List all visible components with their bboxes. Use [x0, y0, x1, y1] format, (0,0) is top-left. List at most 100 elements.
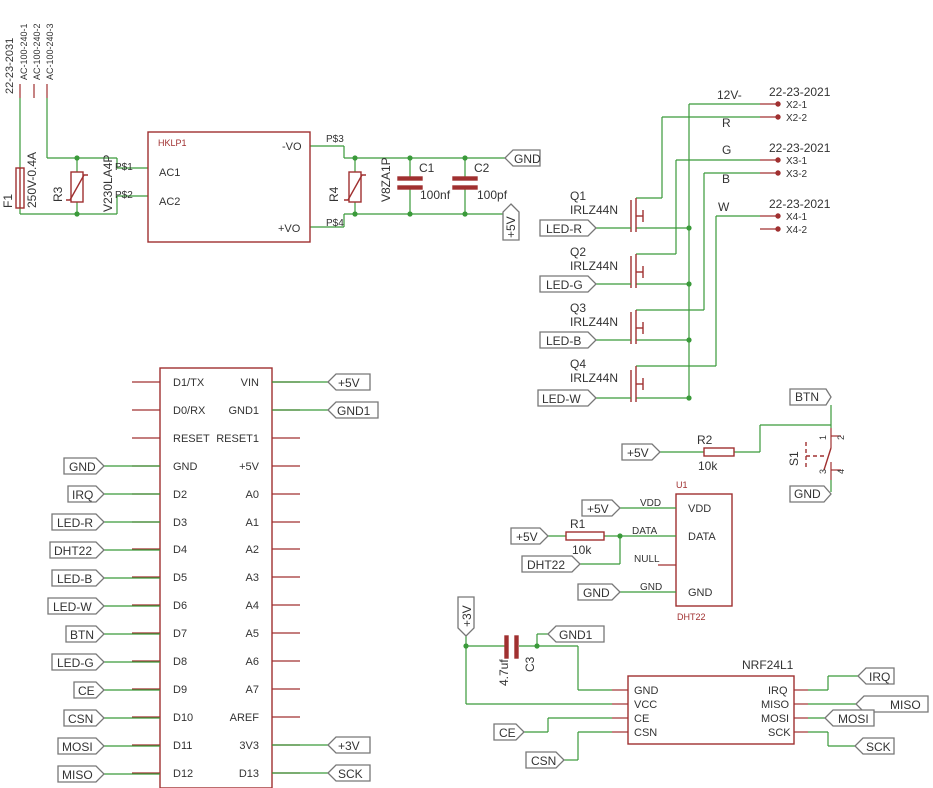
output-wires [636, 103, 760, 400]
svg-text:4: 4 [836, 469, 846, 474]
net-label-led-g-mosfet: LED-G [539, 275, 597, 293]
arduino-left-pin-label: D6 [173, 600, 187, 612]
svg-text:DHT22: DHT22 [54, 544, 92, 558]
net-label-gnd1-arduino: GND1 [327, 401, 379, 419]
connector-pin2-label: AC-100-240-2 [32, 23, 42, 80]
svg-text:IRQ: IRQ [869, 670, 890, 684]
net-label-gnd-arduino: GND [63, 457, 105, 475]
net-label-miso-arduino: MISO [57, 765, 105, 783]
svg-text:GND1: GND1 [559, 628, 593, 642]
arduino-right-pin-label: A1 [246, 517, 259, 529]
connector-pin1-label: AC-100-240-1 [19, 23, 29, 80]
mosfet-q1: Q1 IRLZ44N [570, 189, 644, 232]
switch-s1: S1 1 2 3 4 [787, 428, 846, 480]
svg-text:X2-1: X2-1 [786, 100, 808, 111]
net-label-gnd1-nrf: GND1 [547, 625, 605, 643]
arduino-left-pin-label: D1/TX [173, 377, 205, 389]
arduino-left-pin-label: D9 [173, 684, 187, 696]
arduino-left-pin-label: D7 [173, 628, 187, 640]
svg-text:CSN: CSN [634, 727, 657, 739]
svg-text:DATA: DATA [632, 526, 658, 537]
svg-text:DATA: DATA [688, 531, 716, 543]
svg-text:SCK: SCK [768, 727, 791, 739]
svg-text:LED-G: LED-G [57, 656, 94, 670]
dht22-u1: U1 DHT22 VDD DATA GND VDD DATA NULL GND [632, 480, 733, 622]
svg-text:IRLZ44N: IRLZ44N [570, 203, 618, 217]
c2-ref: C2 [474, 161, 490, 175]
svg-text:R1: R1 [570, 517, 586, 531]
net-label-led-b-mosfet: LED-B [539, 331, 597, 349]
svg-text:GND: GND [583, 586, 610, 600]
psu-pin2: P$2 [115, 190, 133, 201]
dht-wires [548, 507, 676, 593]
net-label-5v-psu: +5V [502, 203, 520, 241]
net-label-5v-vin: +5V [327, 373, 371, 391]
svg-text:CE: CE [78, 684, 95, 698]
resistor-r2: R2 10k [697, 433, 735, 473]
svg-text:CE: CE [499, 726, 516, 740]
svg-text:+3V: +3V [338, 739, 360, 753]
net-label-5v-dht-r1: +5V [510, 527, 549, 545]
svg-text:MOSI: MOSI [838, 712, 869, 726]
psu-hklp1: HKLP1 AC1 AC2 -VO +VO P$1 P$2 P$3 P$4 [115, 131, 344, 243]
svg-text:G: G [722, 143, 731, 157]
svg-text:CE: CE [634, 713, 649, 725]
svg-text:NULL: NULL [634, 554, 660, 565]
net-label-dht22-data: DHT22 [521, 555, 581, 573]
svg-text:1: 1 [818, 435, 828, 440]
arduino-right-pin-label: VIN [241, 377, 259, 389]
arduino-right-pin-label: A5 [246, 628, 259, 640]
net-label-irq-nrf: IRQ [857, 667, 895, 685]
arduino-left-pin-label: D2 [173, 489, 187, 501]
net-label-gnd-psu: GND [504, 149, 541, 167]
net-label-mosi-arduino: MOSI [57, 737, 105, 755]
svg-text:MOSI: MOSI [761, 713, 789, 725]
svg-text:X4-2: X4-2 [786, 225, 808, 236]
net-label-5v-btn: +5V [621, 443, 661, 461]
arduino-right-pin-label: A6 [246, 656, 259, 668]
svg-text:W: W [718, 200, 730, 214]
svg-text:R2: R2 [697, 433, 713, 447]
arduino-left-pin-label: D10 [173, 712, 193, 724]
svg-text:LED-R: LED-R [57, 516, 93, 530]
svg-text:VDD: VDD [688, 503, 711, 515]
net-label-gnd-dht: GND [577, 583, 621, 601]
svg-text:3: 3 [818, 469, 828, 474]
power-junctions [74, 155, 468, 217]
arduino-right-pin-label: 3V3 [239, 740, 259, 752]
svg-text:R: R [722, 116, 731, 130]
arduino-right-pin-label: RESET1 [216, 433, 259, 445]
arduino-right-pin-label: A2 [246, 544, 259, 556]
net-label-sck-arduino: SCK [327, 764, 371, 782]
arduino-right-pin-label: A0 [246, 489, 259, 501]
arduino-right-pin-label: A3 [246, 572, 259, 584]
fuse-value: 250V-0.4A [25, 152, 39, 208]
svg-text:X2-2: X2-2 [786, 113, 808, 124]
output-connector-labels: 22-23-2021 22-23-2021 22-23-2021 X2-1 X2… [717, 85, 831, 236]
svg-text:+5V: +5V [504, 216, 518, 238]
svg-text:DHT22: DHT22 [527, 558, 565, 572]
varistor-r3: R3 V230LA4P [51, 155, 115, 212]
svg-text:22-23-2021: 22-23-2021 [769, 141, 831, 155]
svg-text:MISO: MISO [761, 699, 790, 711]
arduino-right-pin-label: A4 [246, 600, 259, 612]
psu-ref: HKLP1 [158, 138, 187, 148]
nrf24l1-module: NRF24L1 GND VCC CE CSN IRQ MISO MOSI SCK [612, 658, 808, 745]
arduino-left-pin-label: D8 [173, 656, 187, 668]
svg-text:MISO: MISO [62, 768, 93, 782]
net-label-ce-arduino: CE [73, 681, 105, 699]
svg-text:IRLZ44N: IRLZ44N [570, 315, 618, 329]
svg-text:GND: GND [634, 685, 659, 697]
varistor-r3-ref: R3 [51, 186, 65, 202]
svg-text:IRQ: IRQ [768, 685, 788, 697]
svg-text:12V-: 12V- [717, 88, 742, 102]
svg-text:GND: GND [69, 460, 96, 474]
arduino-right-pin-label: D13 [239, 768, 259, 780]
svg-text:Q3: Q3 [570, 301, 586, 315]
svg-text:X3-2: X3-2 [786, 169, 808, 180]
net-label-5v-dht-vdd: +5V [581, 499, 621, 517]
svg-text:SCK: SCK [338, 767, 363, 781]
net-label-csn-nrf: CSN [525, 751, 565, 769]
svg-text:GND: GND [688, 587, 713, 599]
svg-text:LED-B: LED-B [546, 334, 581, 348]
